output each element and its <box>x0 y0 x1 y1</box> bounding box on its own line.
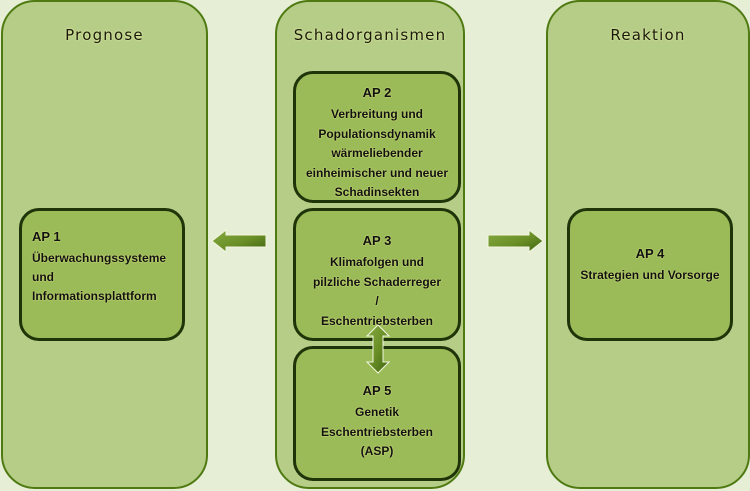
work-package-ap3: AP 3 Klimafolgen und pilzliche Schaderre… <box>293 208 461 341</box>
column-title-schadorganismen: Schadorganismen <box>293 26 447 44</box>
ap2-line: Verbreitung und <box>330 107 423 121</box>
work-package-ap4: AP 4 Strategien und Vorsorge <box>567 208 733 341</box>
arrow-left-icon <box>211 229 267 253</box>
column-title-prognose: Prognose <box>65 26 144 44</box>
ap4-line: Strategien und Vorsorge <box>580 268 720 282</box>
ap1-line: Informationsplattform <box>32 289 157 303</box>
ap1-line: und <box>32 270 54 284</box>
ap5-id: AP 5 <box>362 383 392 398</box>
ap3-id: AP 3 <box>362 233 392 248</box>
ap2-line: Populationsdynamik <box>318 126 436 141</box>
ap2-line: Schadinsekten <box>334 185 420 199</box>
column-title-reaktion: Reaktion <box>610 26 686 44</box>
work-package-ap1: AP 1 Überwachungssysteme und Information… <box>19 208 185 341</box>
ap3-line: Klimafolgen und <box>330 255 424 269</box>
ap5-line: Eschentriebsterben <box>320 424 434 439</box>
ap1-line: Überwachungssysteme <box>32 251 167 265</box>
ap2-line: wärmeliebender <box>331 146 423 160</box>
ap2-line: einheimischer und neuer <box>305 165 449 180</box>
ap4-id: AP 4 <box>635 246 665 261</box>
double-arrow-vertical-icon <box>366 324 390 374</box>
ap5-line: Genetik <box>354 405 399 419</box>
ap3-line: pilzliche Schaderreger <box>312 274 442 289</box>
ap1-id: AP 1 <box>32 229 61 244</box>
ap3-line: / <box>375 294 379 308</box>
ap3-line: Eschentriebsterben <box>320 313 434 328</box>
work-package-ap2: AP 2 Verbreitung und Populationsdynamik … <box>293 71 461 203</box>
arrow-right-icon <box>487 229 544 253</box>
ap2-id: AP 2 <box>362 85 392 100</box>
ap5-line: (ASP) <box>360 444 394 458</box>
